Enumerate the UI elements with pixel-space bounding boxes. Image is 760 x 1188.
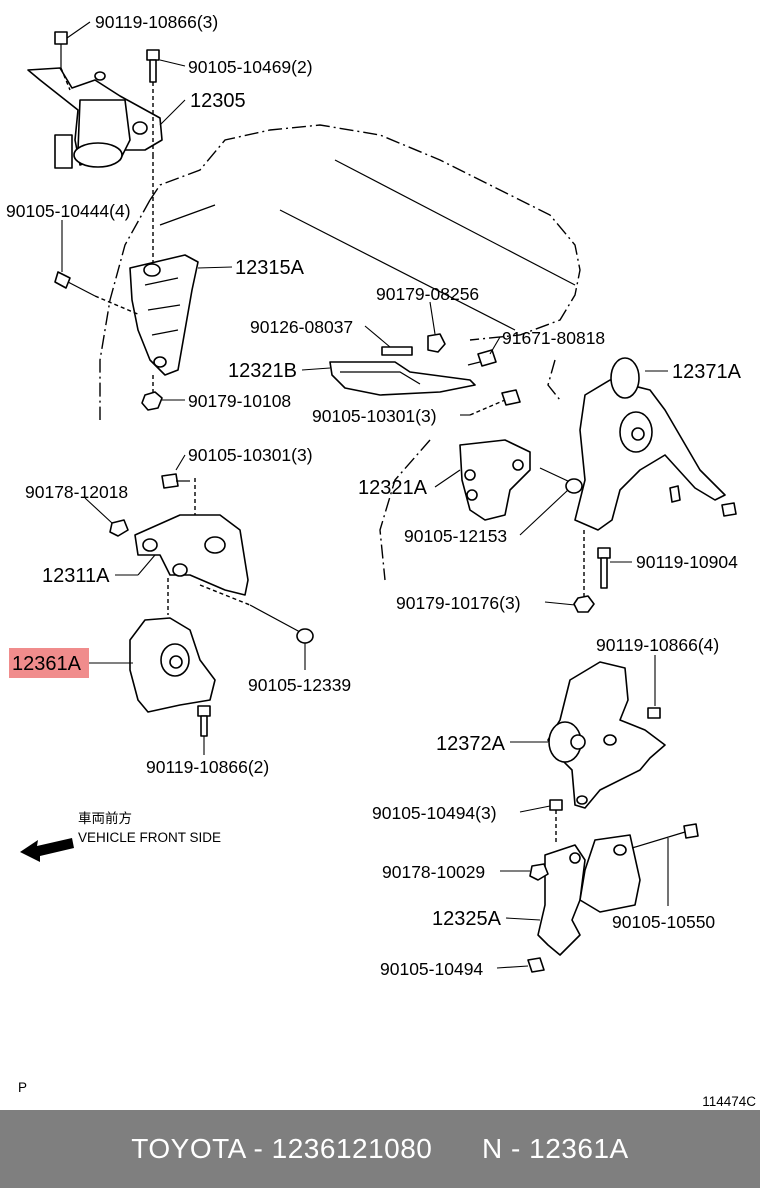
label-90105-10494-3: 90105-10494(3) [372,803,497,823]
label-90105-10301-3-right: 90105-10301(3) [312,406,437,426]
part-12325A-bracket [537,834,641,956]
part-12305-mount [27,67,163,169]
bolt-90105-10444 [54,271,96,297]
vehicle-front-indicator: 車両前方 VEHICLE FRONT SIDE [20,810,221,862]
bolt-90105-12153 [539,467,583,494]
label-90126-08037: 90126-08037 [250,317,353,337]
label-12305: 12305 [190,90,246,112]
label-90105-10301-3-left: 90105-10301(3) [188,445,313,465]
part-12321B-bracket [329,361,476,396]
bolt-91671-80818 [467,349,497,367]
label-90179-10108: 90179-10108 [188,391,291,411]
direction-jp-label: 車両前方 [78,810,132,826]
label-90105-12339: 90105-12339 [248,675,351,695]
engine-line-b [279,209,516,331]
part-12315A-bracket [129,254,199,376]
label-90179-08256: 90179-08256 [376,284,479,304]
bolt-90119-10904 [597,547,611,589]
nut-90179-08256 [427,333,446,353]
label-90178-10029: 90178-10029 [382,862,485,882]
engine-outline-lower [379,439,431,581]
highlight-box [9,648,89,678]
bolt-90105-10301-left [161,473,190,489]
bolt-90105-10494-lower [527,957,545,973]
bolt-90119-10866-right [647,707,661,719]
label-12321B: 12321B [228,360,297,382]
label-90119-10904: 90119-10904 [636,552,738,572]
nut-90179-10176 [573,595,595,613]
part-12311A-bracket [134,514,249,596]
label-12371A: 12371A [672,361,742,383]
label-12325A: 12325A [432,908,502,930]
arrow-left-icon [20,838,74,862]
engine-line-a [334,159,576,286]
label-90178-12018: 90178-12018 [25,482,128,502]
part-12372A-mount [547,661,666,809]
bolt-top [54,31,68,68]
label-90119-10866-4: 90119-10866(4) [596,635,719,655]
label-90179-10176-3: 90179-10176(3) [396,593,521,613]
bolt-90119-10866-bottom [197,705,211,737]
part-labels: 90119-10866(3) 90105-10469(2) 12305 9010… [6,12,742,979]
part-number-text: TOYOTA - 1236121080 N - 12361A [131,1133,629,1164]
nut-90178-12018 [109,519,129,537]
engine-line-c [159,204,216,226]
part-12321A-bracket [459,439,531,521]
label-12361A: 12361A [12,653,82,675]
label-90119-10866-3: 90119-10866(3) [95,12,218,32]
label-90105-12153: 90105-12153 [404,526,507,546]
label-12321A: 12321A [358,477,428,499]
part-12361A-mount [129,617,216,713]
engine-outline-right [547,359,561,401]
engine-outline [149,124,581,341]
bolt-90105-10494-upper [549,799,563,811]
bolt-90105-12339 [249,604,314,644]
direction-en-label: VEHICLE FRONT SIDE [78,830,221,845]
bolt-90105-10550 [631,823,699,849]
label-12311A: 12311A [42,565,110,587]
label-91671-80818: 91671-80818 [502,328,605,348]
corner-left-code: P [18,1080,27,1095]
nut-90179-10108 [141,391,163,411]
part-number-banner: TOYOTA - 1236121080 N - 12361A [0,1110,760,1188]
nut-90178-10029 [529,863,549,881]
label-90119-10866-2: 90119-10866(2) [146,757,269,777]
label-90105-10469-2: 90105-10469(2) [188,57,313,77]
leader-lines [61,21,669,969]
label-90105-10494: 90105-10494 [380,959,483,979]
bolt-90105-10469 [146,49,160,83]
part-12371A-mount [574,357,737,531]
label-12372A: 12372A [436,733,506,755]
parts-diagram: 90119-10866(3) 90105-10469(2) 12305 9010… [6,12,756,1109]
label-12315A: 12315A [235,257,305,279]
label-90105-10444-4: 90105-10444(4) [6,201,131,221]
diagram-code: 114474C [702,1094,756,1109]
stud-90126-08037 [381,346,413,356]
bolt-90105-10301-right [501,389,521,406]
engine-outline-left [99,199,151,420]
label-90105-10550: 90105-10550 [612,912,715,932]
